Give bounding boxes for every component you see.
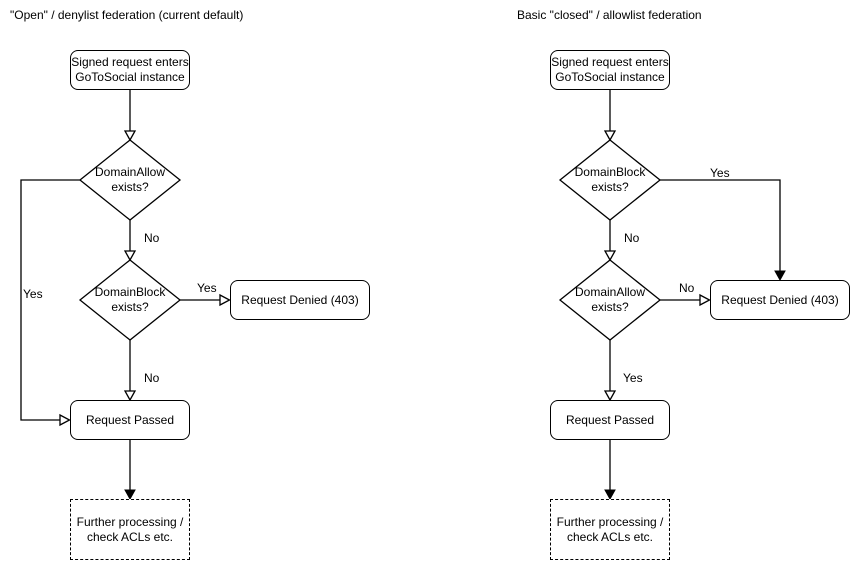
further-processing-node: Further processing / check ACLs etc. xyxy=(70,499,190,560)
arrowhead-open-icon xyxy=(123,250,137,262)
passed-node: Request Passed xyxy=(70,400,190,440)
edge-decision1-yes-elbow-to-passed xyxy=(20,179,80,421)
start-node: Signed request enters GoToSocial instanc… xyxy=(550,50,670,90)
passed-node: Request Passed xyxy=(550,400,670,440)
arrowhead-open-icon xyxy=(603,130,617,142)
arrowhead-filled-icon xyxy=(774,270,786,282)
edge-label-no: No xyxy=(143,371,161,385)
edge-label-yes: Yes xyxy=(709,166,731,180)
arrowhead-open-icon xyxy=(219,293,231,307)
edge-label-yes: Yes xyxy=(22,287,44,301)
denied-node: Request Denied (403) xyxy=(710,280,850,320)
edges-closed-allowlist xyxy=(558,90,786,501)
arrowhead-open-icon xyxy=(603,390,617,402)
arrowhead-open-icon xyxy=(123,130,137,142)
decision-node-domainblock: DomainBlock exists? xyxy=(94,285,166,314)
edge-label-no: No xyxy=(678,281,696,295)
edge-label-no: No xyxy=(623,231,641,245)
edges-open-denylist xyxy=(20,90,231,501)
denied-node: Request Denied (403) xyxy=(230,280,370,320)
arrowhead-open-icon xyxy=(699,293,711,307)
arrowhead-filled-icon xyxy=(604,489,616,501)
arrowhead-open-icon xyxy=(603,250,617,262)
decision-node-domainallow: DomainAllow exists? xyxy=(574,285,646,314)
edge-decision1-yes-elbow-to-denied xyxy=(660,179,781,271)
edge-label-yes: Yes xyxy=(622,371,644,385)
chart-title: "Open" / denylist federation (current de… xyxy=(10,8,244,22)
further-processing-node: Further processing / check ACLs etc. xyxy=(550,499,670,560)
arrowhead-open-icon xyxy=(59,413,71,427)
chart-title: Basic "closed" / allowlist federation xyxy=(517,8,702,22)
edge-label-yes: Yes xyxy=(196,281,218,295)
arrowhead-filled-icon xyxy=(124,489,136,501)
decision-node-domainallow: DomainAllow exists? xyxy=(94,165,166,194)
decision-node-domainblock: DomainBlock exists? xyxy=(574,165,646,194)
arrowhead-open-icon xyxy=(123,390,137,402)
edge-label-no: No xyxy=(143,231,161,245)
start-node: Signed request enters GoToSocial instanc… xyxy=(70,50,190,90)
